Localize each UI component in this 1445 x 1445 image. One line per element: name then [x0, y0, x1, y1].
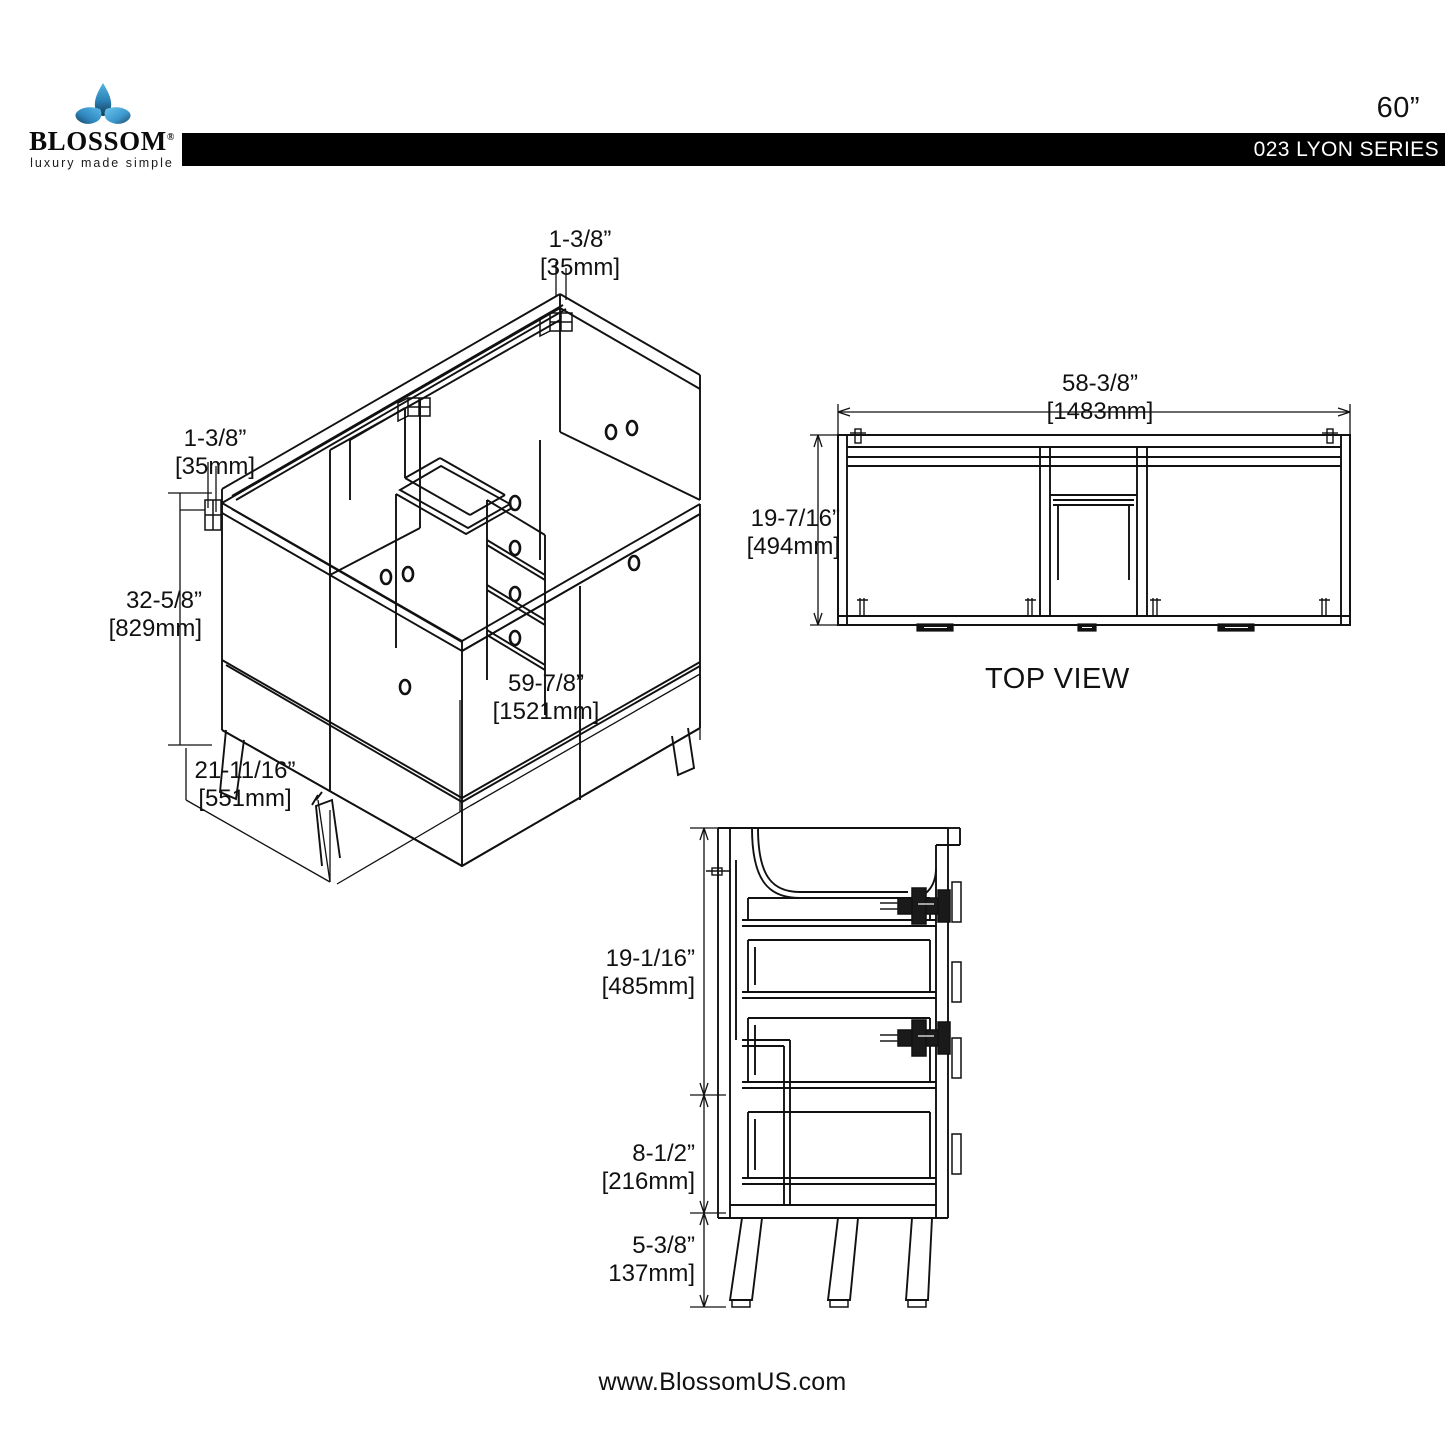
dim-lower-drawer-height: 8-1/2” [216mm]: [601, 1140, 695, 1196]
product-series-label: 023 LYON SERIES: [1253, 138, 1439, 161]
brand-logo: BLOSSOM® luxury made simple: [22, 82, 182, 180]
side-section-drawing: [690, 827, 962, 1308]
product-size-label: 60”: [1376, 92, 1420, 124]
dim-top-cabinet-width: 58-3/8” [1483mm]: [1046, 370, 1154, 426]
dim-leg-height: 5-3/8” 137mm]: [608, 1232, 695, 1288]
brand-tagline: luxury made simple: [30, 156, 174, 170]
brand-wordmark: BLOSSOM®: [22, 126, 182, 157]
top-view-label: TOP VIEW: [985, 663, 1130, 695]
footer-website: www.BlossomUS.com: [598, 1368, 847, 1396]
blossom-flower-logo-icon: [74, 82, 132, 128]
dim-overall-width: 59-7/8” [1521mm]: [492, 670, 600, 726]
dim-upper-section-height: 19-1/16” [485mm]: [601, 945, 695, 1001]
registered-mark: ®: [166, 132, 175, 143]
header-bar: 023 LYON SERIES: [182, 133, 1445, 166]
dim-top-thickness-right: 1-3/8” [35mm]: [539, 226, 620, 282]
top-view-drawing: [810, 404, 1351, 632]
dim-top-thickness-left: 1-3/8” [35mm]: [174, 425, 255, 481]
dim-overall-depth: 21-11/16” [551mm]: [194, 757, 296, 813]
dim-overall-height: 32-5/8” [829mm]: [108, 587, 202, 643]
dim-top-cabinet-depth: 19-7/16” [494mm]: [746, 505, 840, 561]
brand-wordmark-text: BLOSSOM: [29, 126, 167, 156]
